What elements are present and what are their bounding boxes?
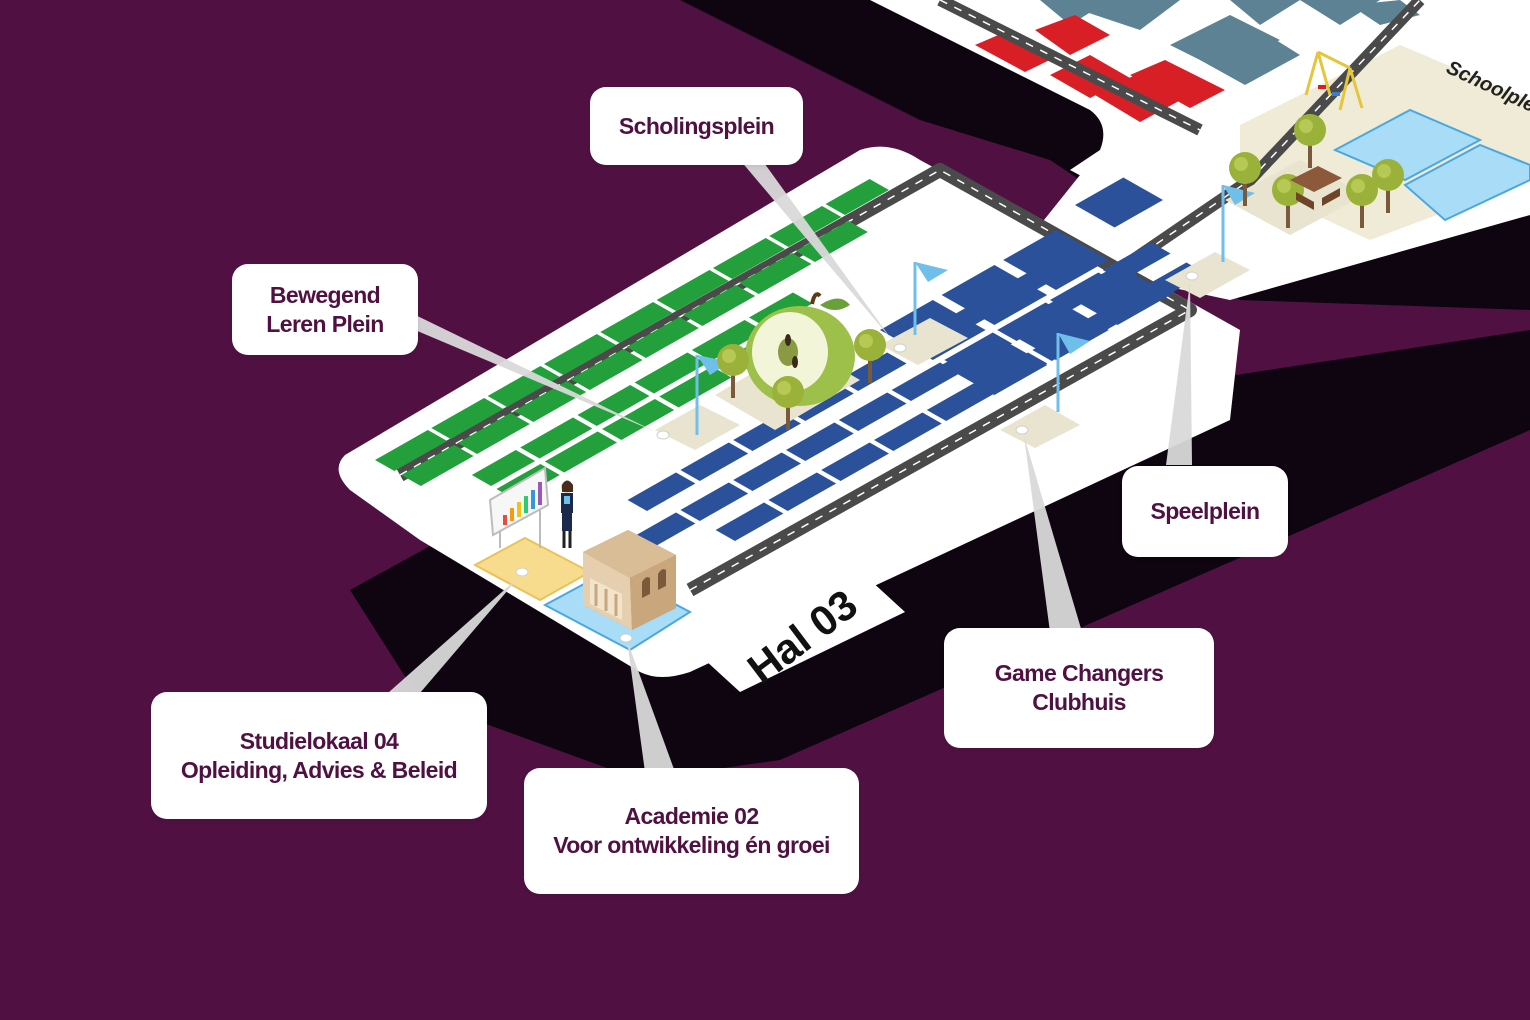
label-line: Clubhuis [1032, 689, 1126, 715]
blue-stand [821, 442, 889, 481]
green-stand [570, 349, 643, 390]
label-line: Speelplein [1150, 498, 1260, 524]
green-stand [795, 221, 868, 262]
green-stand [487, 366, 560, 407]
label-line: Academie 02 [624, 803, 759, 829]
flag-icon [1056, 333, 1090, 412]
green-stand [634, 352, 707, 394]
green-stand [543, 334, 617, 375]
schoolplein-pool-2 [1403, 143, 1530, 222]
label-speelplein[interactable]: Speelplein [1122, 466, 1288, 557]
tree-icon [772, 376, 804, 430]
blue-stand [1075, 177, 1163, 228]
green-stand [431, 398, 504, 439]
label-line: Game Changers [994, 660, 1164, 686]
green-stand [691, 320, 764, 361]
label-academie-02[interactable]: Academie 02 Voor ontwikkeling én groei [524, 768, 859, 894]
blue-stand [680, 482, 749, 521]
apple-icon [745, 292, 855, 406]
label-line: Voor ontwikkeling én groei [553, 832, 830, 858]
blue-stand [1064, 265, 1171, 325]
label-line: Scholingsplein [618, 112, 775, 139]
grey-stands [1040, 0, 1420, 85]
blue-stand [891, 362, 960, 401]
green-stand [683, 285, 756, 326]
picnic-table-icon [1290, 166, 1342, 210]
blue-stand [680, 442, 749, 481]
tree-icon [1229, 152, 1261, 206]
blue-stand [926, 382, 995, 421]
label-scholingsplein[interactable]: Scholingsplein [590, 87, 803, 165]
academy-building-icon [583, 530, 676, 630]
label-bewegend-leren-plein[interactable]: Bewegend Leren Plein [232, 264, 418, 355]
tree-icon [1372, 159, 1404, 213]
blue-stand [1003, 230, 1109, 290]
playground-icon [1304, 50, 1364, 111]
blue-stand [874, 412, 942, 451]
blue-stand [838, 392, 907, 431]
callout-pointers [380, 160, 1192, 772]
green-stand [457, 413, 530, 454]
flag-icon [695, 355, 730, 435]
blue-stand [786, 422, 854, 461]
green-stand [401, 445, 474, 486]
green-stand [659, 366, 732, 408]
green-stand [375, 430, 448, 471]
green-stand [656, 270, 729, 311]
label-line: Opleiding, Advies & Beleid [180, 756, 458, 783]
hall-sign [705, 580, 905, 692]
blue-stand [715, 502, 784, 541]
tree-icon [1346, 174, 1378, 228]
green-stand [825, 179, 889, 215]
tree-icon [1294, 114, 1326, 168]
green-stand [471, 450, 536, 486]
blue-stand [941, 265, 1048, 325]
presenter-icon [488, 466, 573, 548]
blue-stand [627, 472, 696, 511]
green-stands [375, 179, 889, 500]
flag-icon [913, 262, 948, 335]
blue-stand [733, 452, 801, 491]
green-stand [739, 253, 812, 294]
green-stand [712, 238, 786, 279]
blue-stand [941, 335, 1048, 395]
tree-icon [717, 344, 749, 398]
location-dots [515, 271, 1199, 643]
label-studielokaal-04[interactable]: Studielokaal 04 Opleiding, Advies & Bele… [151, 692, 487, 819]
green-stand [602, 399, 675, 440]
tree-icon [854, 329, 886, 383]
label-line: Leren Plein [266, 310, 384, 337]
green-stand [600, 302, 673, 343]
green-stand [626, 317, 699, 358]
blue-stand [768, 472, 837, 511]
label-line: Studielokaal 04 [239, 727, 399, 754]
flag-icon [1221, 185, 1255, 262]
green-stand [544, 431, 617, 473]
label-game-changers-clubhuis[interactable]: Game Changers Clubhuis [944, 628, 1214, 748]
gamechangers-plaza [1000, 405, 1080, 448]
label-line: Bewegend [269, 281, 381, 308]
trees [717, 114, 1404, 430]
green-stand [520, 417, 593, 459]
green-stand [577, 385, 650, 426]
speelplein-plaza [1165, 252, 1250, 298]
scholingsplein-plaza [880, 318, 968, 365]
